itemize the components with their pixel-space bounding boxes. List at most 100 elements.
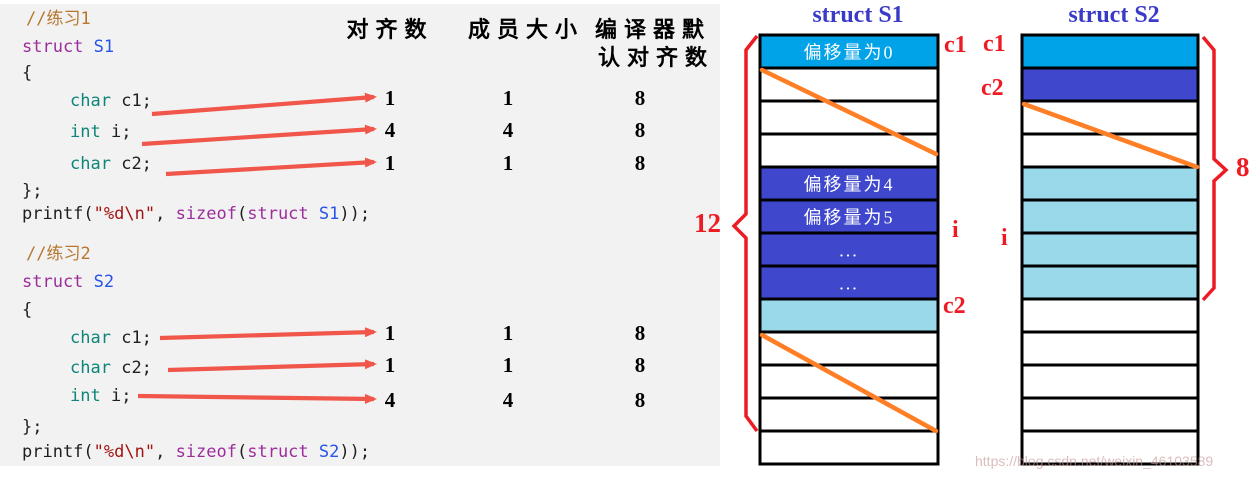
code-token: char bbox=[70, 91, 111, 111]
code-token: )); bbox=[339, 442, 371, 462]
code-line-12: char c2; bbox=[70, 357, 152, 379]
code-token: i; bbox=[110, 122, 132, 142]
s2-memory-cell-9 bbox=[1020, 330, 1200, 367]
s1-memory-cell-6 bbox=[758, 231, 940, 268]
code-line-10: { bbox=[22, 299, 32, 321]
s1-label-12: 12 bbox=[694, 208, 721, 238]
code-line-5: char c2; bbox=[70, 153, 152, 175]
s2-strike-diagonal-0 bbox=[1021, 101, 1200, 170]
table-value-14: 8 bbox=[634, 353, 646, 377]
code-token: )); bbox=[339, 204, 371, 224]
table-value-10: 1 bbox=[502, 321, 514, 345]
table-value-16: 4 bbox=[502, 388, 514, 412]
code-line-0: //练习1 bbox=[26, 8, 91, 30]
s1-title: struct S1 bbox=[812, 2, 904, 28]
code-token: sizeof bbox=[175, 204, 237, 224]
table-value-8: 8 bbox=[634, 151, 646, 175]
s1-cell-text-6: ... bbox=[839, 241, 859, 261]
code-token: struct bbox=[247, 442, 309, 462]
code-token: sizeof bbox=[175, 442, 237, 462]
code-line-15: printf("%d\n", sizeof(struct S2)); bbox=[22, 441, 370, 463]
code-token: ( bbox=[236, 204, 248, 224]
code-line-4: int i; bbox=[70, 121, 131, 143]
table-header-0: 对齐数 bbox=[346, 17, 434, 42]
s2-memory-cell-0 bbox=[1020, 33, 1200, 70]
code-token: }; bbox=[22, 417, 43, 437]
s1-label-c1: c1 bbox=[944, 32, 967, 58]
table-header-3: 认对齐数 bbox=[597, 45, 715, 70]
align-arrow-3 bbox=[159, 327, 377, 341]
table-value-17: 8 bbox=[634, 388, 646, 412]
code-line-3: char c1; bbox=[70, 90, 152, 112]
table-value-7: 1 bbox=[502, 151, 514, 175]
s2-memory-cell-5 bbox=[1020, 198, 1200, 235]
code-line-7: printf("%d\n", sizeof(struct S1)); bbox=[22, 203, 370, 225]
table-value-3: 4 bbox=[384, 118, 396, 142]
code-token: int bbox=[70, 122, 101, 142]
table-header-1: 成员大小 bbox=[467, 17, 585, 42]
table-value-0: 1 bbox=[384, 86, 396, 110]
code-token: struct bbox=[247, 204, 309, 224]
s1-cell-text-7: ... bbox=[839, 274, 859, 294]
s1-memory-cell-0 bbox=[758, 33, 940, 70]
code-token: S1 bbox=[318, 204, 340, 224]
s1-cell-text-0: 偏移量为0 bbox=[804, 43, 895, 63]
table-value-5: 8 bbox=[634, 118, 646, 142]
align-arrow-2 bbox=[165, 157, 377, 177]
code-token: , bbox=[155, 442, 176, 462]
s1-cell-text-4: 偏移量为4 bbox=[804, 175, 895, 195]
code-token: char bbox=[70, 154, 111, 174]
code-token: c1; bbox=[121, 328, 152, 348]
s1-cell-text-5: 偏移量为5 bbox=[804, 208, 895, 228]
s1-label-c2: c2 bbox=[943, 293, 966, 319]
code-token: { bbox=[22, 63, 33, 83]
code-token: "%d\n" bbox=[93, 204, 156, 224]
code-token: i; bbox=[110, 386, 132, 406]
code-token: S1 bbox=[93, 37, 115, 57]
code-token: char bbox=[70, 328, 111, 348]
code-line-13: int i; bbox=[70, 385, 131, 407]
code-token: //练习2 bbox=[26, 244, 91, 264]
table-value-15: 4 bbox=[384, 388, 396, 412]
code-line-11: char c1; bbox=[70, 327, 152, 349]
code-line-2: { bbox=[22, 62, 32, 84]
table-value-2: 8 bbox=[634, 86, 646, 110]
table-value-12: 1 bbox=[384, 353, 396, 377]
align-arrow-5 bbox=[137, 393, 377, 404]
table-value-6: 1 bbox=[384, 151, 396, 175]
code-token: , bbox=[155, 204, 176, 224]
s2-memory-cell-8 bbox=[1020, 297, 1200, 334]
watermark: https://blog.csdn.net/weixin_46103589 bbox=[975, 453, 1214, 469]
s2-label-8: 8 bbox=[1236, 152, 1250, 182]
code-line-8: //练习2 bbox=[26, 243, 91, 265]
code-token: c2; bbox=[121, 358, 152, 378]
code-token: char bbox=[70, 358, 111, 378]
table-value-1: 1 bbox=[502, 86, 514, 110]
table-header-2: 编译器默 bbox=[594, 17, 712, 42]
s2-memory-cell-4 bbox=[1020, 165, 1200, 202]
code-token: "%d\n" bbox=[93, 442, 156, 462]
code-token: struct bbox=[22, 37, 84, 57]
code-panel-background bbox=[0, 4, 720, 466]
table-value-13: 1 bbox=[502, 353, 514, 377]
code-token: struct bbox=[22, 272, 84, 292]
code-token: int bbox=[70, 386, 101, 406]
s2-title: struct S2 bbox=[1068, 2, 1160, 28]
code-line-9: struct S2 bbox=[22, 271, 114, 293]
s2-memory-cell-7 bbox=[1020, 264, 1200, 301]
align-arrow-4 bbox=[167, 359, 377, 373]
s2-memory-cell-10 bbox=[1020, 363, 1200, 400]
code-token: printf( bbox=[22, 204, 94, 224]
s2-memory-cell-2 bbox=[1020, 99, 1200, 136]
code-token: { bbox=[22, 300, 33, 320]
s2-memory-cell-12 bbox=[1020, 429, 1200, 466]
table-value-9: 1 bbox=[384, 321, 396, 345]
s1-strike-diagonal-0 bbox=[759, 67, 939, 157]
code-token: S2 bbox=[318, 442, 340, 462]
s2-label-i: i bbox=[1001, 225, 1008, 251]
code-token: S2 bbox=[93, 272, 115, 292]
s1-memory-cell-5 bbox=[758, 198, 940, 235]
